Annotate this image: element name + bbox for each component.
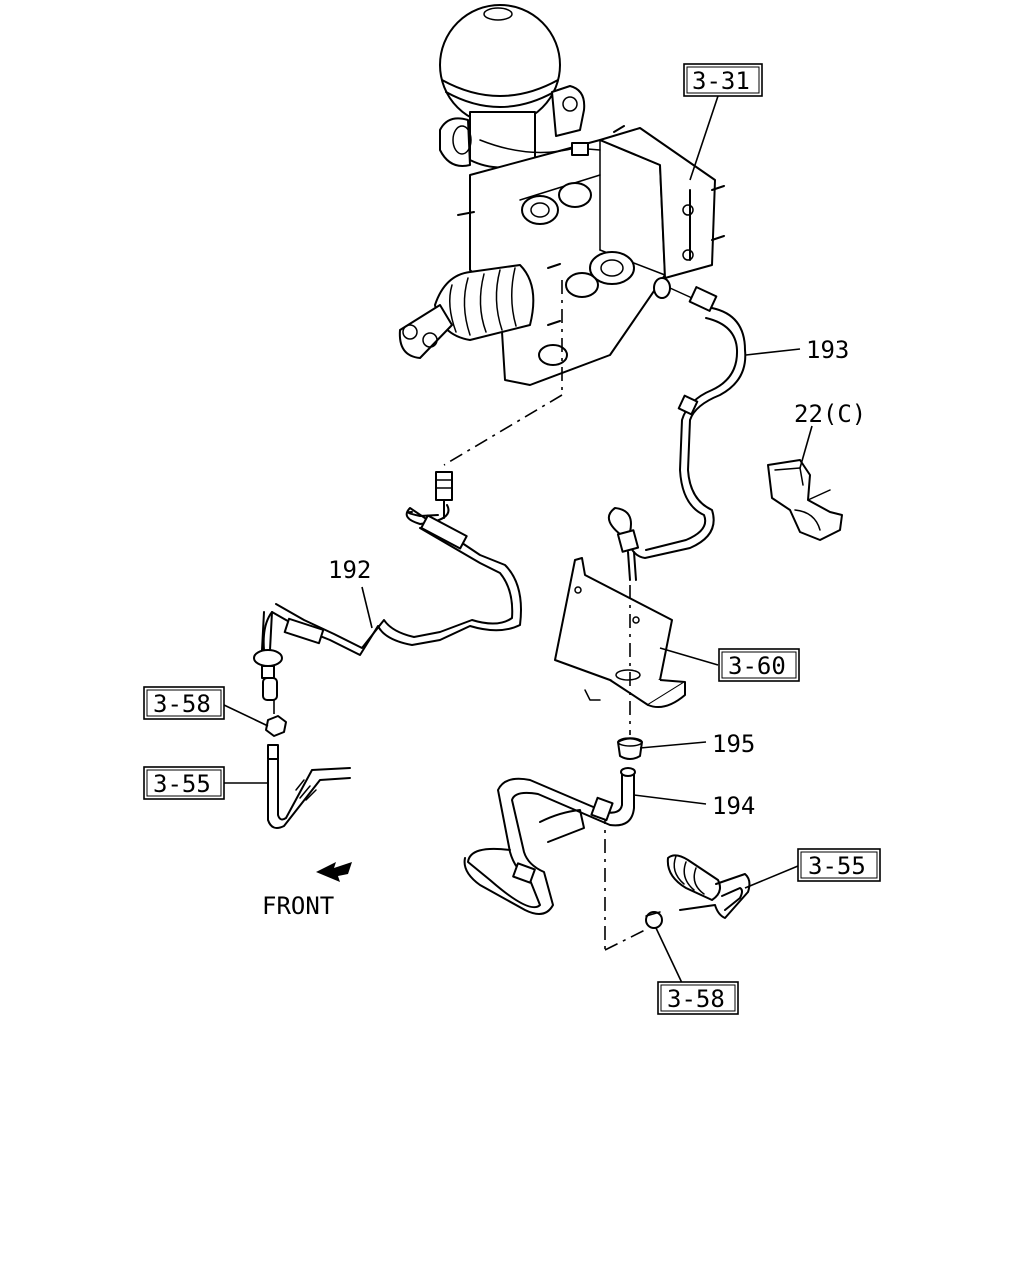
callout-3-60: 3-60	[718, 648, 800, 682]
callout-3-58-bottom: 3-58	[657, 981, 739, 1015]
callout-194: 194	[712, 792, 755, 820]
callout-3-55-right-label: 3-55	[808, 852, 866, 880]
callout-3-55-left-label: 3-55	[153, 770, 211, 798]
front-label: FRONT	[262, 892, 334, 920]
pipe-193	[607, 286, 747, 581]
part-193-label: 193	[806, 336, 849, 364]
callout-3-31: 3-31	[683, 63, 763, 97]
leader-lines	[223, 95, 813, 984]
part-195-label: 195	[712, 730, 755, 758]
alignment-lines	[443, 280, 646, 951]
front-direction-arrow: FRONT	[262, 862, 352, 920]
callout-193: 193	[806, 336, 849, 364]
callout-3-55-right: 3-55	[797, 848, 881, 882]
part-194-label: 194	[712, 792, 755, 820]
callout-3-55-left: 3-55	[143, 766, 225, 800]
hose-3-55-left	[267, 744, 351, 829]
clip-22c	[767, 459, 843, 541]
hose-3-55-right	[666, 854, 751, 919]
callout-22c: 22(C)	[794, 400, 866, 428]
callout-3-60-label: 3-60	[728, 652, 786, 680]
callout-3-58-bottom-label: 3-58	[667, 985, 725, 1013]
hydraulic-unit-assembly	[398, 4, 725, 386]
clamp-3-58-bottom	[645, 911, 663, 929]
bracket-3-60	[554, 557, 686, 708]
callout-195: 195	[712, 730, 755, 758]
clamp-195	[617, 737, 643, 760]
part-22c-label: 22(C)	[794, 400, 866, 428]
part-192-label: 192	[328, 556, 371, 584]
callout-3-58-left: 3-58	[143, 686, 225, 720]
hose-194	[463, 767, 636, 915]
callout-3-31-label: 3-31	[692, 67, 750, 95]
callout-3-58-left-label: 3-58	[153, 690, 211, 718]
nut-3-58-left	[265, 700, 287, 737]
pipe-192	[253, 471, 522, 701]
callout-192: 192	[328, 556, 371, 584]
